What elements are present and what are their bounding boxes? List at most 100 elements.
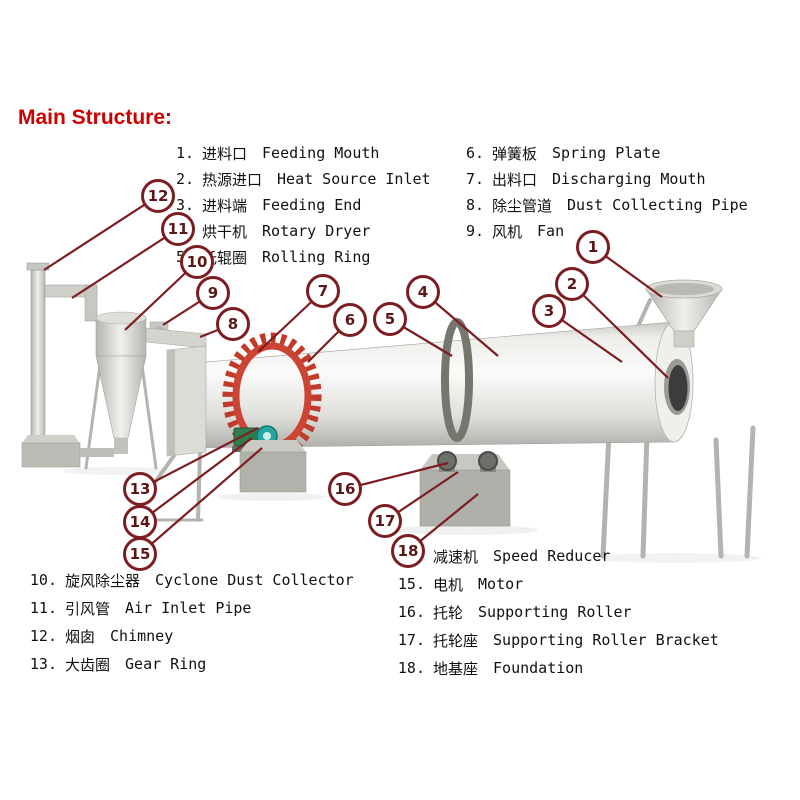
callout-18: 18: [391, 534, 425, 568]
ground-shadows: [63, 467, 761, 563]
legend-item-7: 7. 出料口 Discharging Mouth: [460, 166, 748, 192]
legend-number: 15.: [397, 575, 425, 593]
legend-zh: 出料口: [492, 170, 538, 189]
legend-item-9: 9. 风机 Fan: [460, 218, 748, 244]
legend-number: 12.: [29, 627, 57, 645]
callout-8: 8: [216, 307, 250, 341]
cyclone-dust-collector: [95, 311, 147, 454]
legend-en: Feeding End: [262, 196, 362, 214]
legend-item-16: 16. 托轮 Supporting Roller: [393, 598, 719, 626]
callout-2: 2: [555, 267, 589, 301]
callout-4: 4: [406, 275, 440, 309]
foundation-pier: [419, 451, 511, 527]
legend-zh: 烘干机: [202, 222, 248, 241]
legend-item-11: 11. 引风管 Air Inlet Pipe: [25, 594, 354, 622]
legend-number: 8.: [465, 196, 484, 214]
legend-zh: 烟囱: [65, 627, 96, 646]
heat-source-inlet-hole: [668, 365, 688, 411]
air-inlet-pipe: [44, 284, 98, 322]
legend-number: 2.: [175, 170, 194, 188]
legend-number: 17.: [397, 631, 425, 649]
legend-item-18: 18. 地基座 Foundation: [393, 654, 719, 682]
callout-5: 5: [373, 302, 407, 336]
legend-number: 11.: [29, 599, 57, 617]
legend-en: Dust Collecting Pipe: [567, 196, 748, 214]
callout-12: 12: [141, 179, 175, 213]
legend-zh: 减速机: [433, 547, 479, 566]
supporting-roller: [478, 451, 498, 471]
legend-number: 13.: [29, 655, 57, 673]
legend-item-1: 1. 进料口 Feeding Mouth: [170, 140, 431, 166]
legend-en: Cyclone Dust Collector: [155, 571, 354, 589]
legend-en: Supporting Roller Bracket: [493, 631, 719, 649]
callout-6: 6: [333, 303, 367, 337]
callout-3: 3: [532, 294, 566, 328]
legend-item-12: 12. 烟囱 Chimney: [25, 622, 354, 650]
chimney: [21, 262, 114, 468]
callout-7: 7: [306, 274, 340, 308]
legend-number: 16.: [397, 603, 425, 621]
legend-zh: 弹簧板: [492, 144, 538, 163]
callout-1: 1: [576, 230, 610, 264]
legend-number: 1.: [175, 144, 194, 162]
legend-bottom-left: 10. 旋风除尘器 Cyclone Dust Collector 11. 引风管…: [25, 566, 354, 678]
legend-zh: 托轮座: [433, 631, 479, 650]
legend-zh: 热源进口: [202, 170, 263, 189]
legend-zh: 进料口: [202, 144, 248, 163]
legend-zh: 除尘管道: [492, 196, 553, 215]
legend-zh: 托轮: [433, 603, 464, 622]
legend-number: 3.: [175, 196, 194, 214]
legend-number: 6.: [465, 144, 484, 162]
page-title: Main Structure:: [18, 106, 173, 129]
legend-item-2: 2. 热源进口 Heat Source Inlet: [170, 166, 431, 192]
legend-item-13: 13. 大齿圈 Gear Ring: [25, 650, 354, 678]
legend-en: Foundation: [493, 659, 584, 677]
callout-15: 15: [123, 537, 157, 571]
legend-en: Chimney: [110, 627, 174, 645]
legend-item-15: 15. 电机 Motor: [393, 570, 719, 598]
legend-zh: 大齿圈: [65, 655, 111, 674]
legend-en: Spring Plate: [552, 144, 661, 162]
legend-en: Fan: [537, 222, 565, 240]
legend-item-6: 6. 弹簧板 Spring Plate: [460, 140, 748, 166]
legend-en: Heat Source Inlet: [277, 170, 431, 188]
legend-zh: 引风管: [65, 599, 111, 618]
legend-zh: 电机: [433, 575, 464, 594]
legend-en: Air Inlet Pipe: [125, 599, 252, 617]
legend-en: Rotary Dryer: [262, 222, 371, 240]
legend-en: Motor: [478, 575, 524, 593]
legend-number: 7.: [465, 170, 484, 188]
legend-item-8: 8. 除尘管道 Dust Collecting Pipe: [460, 192, 748, 218]
legend-en: Rolling Ring: [262, 248, 371, 266]
legend-item-17: 17. 托轮座 Supporting Roller Bracket: [393, 626, 719, 654]
legend-bottom-right: 14. 减速机 Speed Reducer 15. 电机 Motor 16. 托…: [393, 542, 719, 682]
left-foundation-pier: [239, 440, 307, 493]
callout-17: 17: [368, 504, 402, 538]
legend-item-4: 4. 烘干机 Rotary Dryer: [170, 218, 431, 244]
legend-zh: 风机: [492, 222, 523, 241]
callout-14: 14: [123, 505, 157, 539]
callout-11: 11: [161, 212, 195, 246]
legend-number: 9.: [465, 222, 484, 240]
legend-number: 18.: [397, 659, 425, 677]
legend-item-10: 10. 旋风除尘器 Cyclone Dust Collector: [25, 566, 354, 594]
legend-en: Feeding Mouth: [262, 144, 380, 162]
legend-number: 10.: [29, 571, 57, 589]
dust-collecting-pipe: [145, 327, 207, 349]
callout-16: 16: [328, 472, 362, 506]
legend-zh: 地基座: [433, 659, 479, 678]
discharge-hood: [166, 345, 207, 457]
callout-10: 10: [180, 245, 214, 279]
legend-en: Discharging Mouth: [552, 170, 706, 188]
legend-item-3: 3. 进料端 Feeding End: [170, 192, 431, 218]
legend-en: Supporting Roller: [478, 603, 632, 621]
callout-9: 9: [196, 276, 230, 310]
legend-item-14: 14. 减速机 Speed Reducer: [393, 542, 719, 570]
legend-zh: 进料端: [202, 196, 248, 215]
callout-13: 13: [123, 472, 157, 506]
legend-en: Gear Ring: [125, 655, 207, 673]
legend-en: Speed Reducer: [493, 547, 611, 565]
supporting-roller: [437, 451, 457, 471]
